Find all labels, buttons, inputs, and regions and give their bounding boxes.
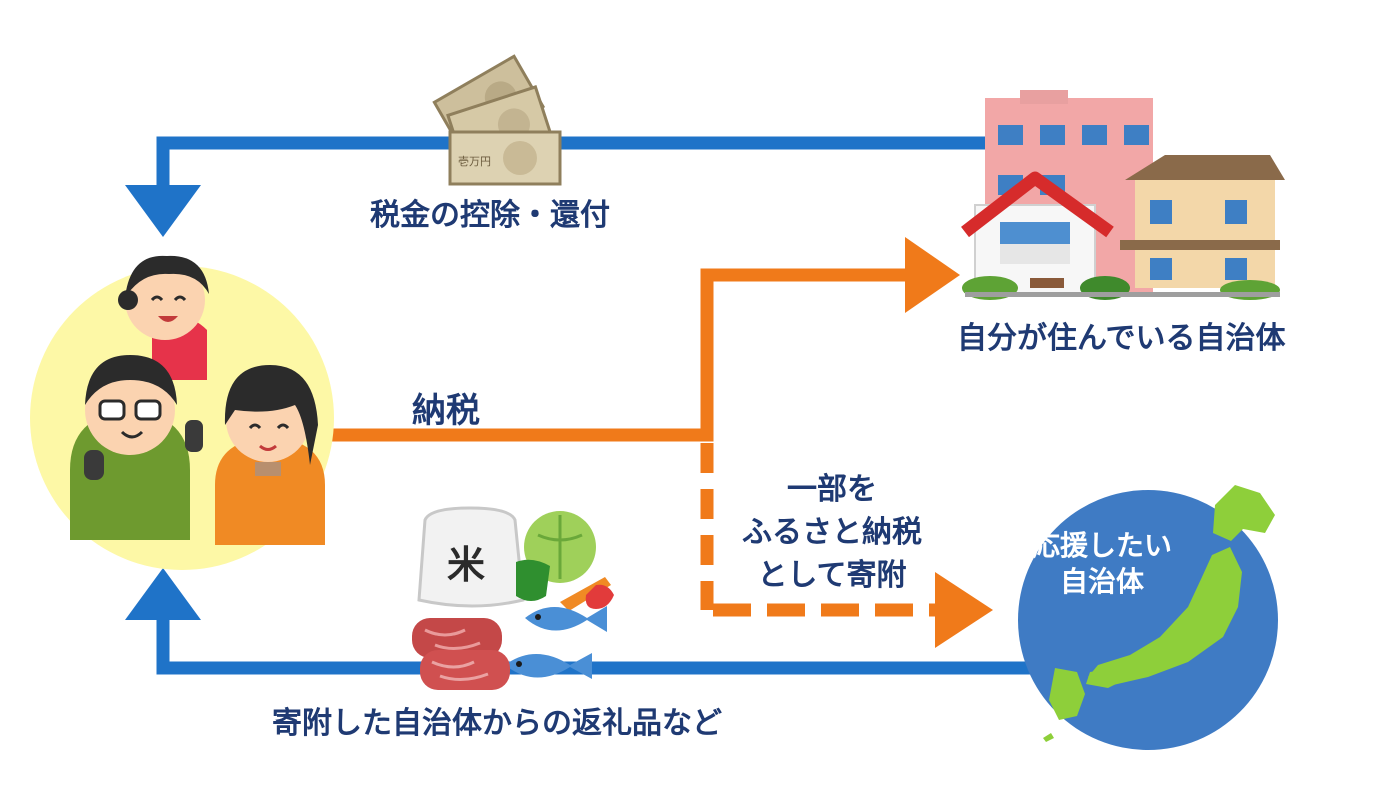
home-municipality-label: 自分が住んでいる自治体 xyxy=(957,321,1286,356)
fish-icon xyxy=(505,606,607,679)
return-gifts-arrow xyxy=(125,568,1030,675)
donation-dashed-arrow xyxy=(700,443,993,648)
meat-icon xyxy=(412,618,510,690)
family-icon xyxy=(30,255,334,570)
donation-label: 一部を ふるさと納税 として寄附 xyxy=(742,468,922,597)
donation-label-line2: ふるさと納税 xyxy=(742,515,922,550)
tax-refund-arrow xyxy=(125,136,985,237)
buildings-icon xyxy=(961,90,1285,300)
rice-bag-icon: 米 xyxy=(417,506,525,608)
support-municipality-label: 応援したい 自治体 xyxy=(1032,528,1172,600)
support-label-line2: 自治体 xyxy=(1060,565,1145,598)
tax-payment-arrow xyxy=(325,237,960,442)
banknote-text: 壱万円 xyxy=(458,154,491,168)
support-label-line1: 応援したい xyxy=(1032,529,1173,562)
banknotes-icon: 壱万円 xyxy=(432,54,562,186)
return-gifts-label: 寄附した自治体からの返礼品など xyxy=(272,706,722,741)
tax-payment-label: 納税 xyxy=(412,391,480,431)
rice-bag-mark: 米 xyxy=(447,543,485,587)
globe-japan-icon xyxy=(1018,485,1278,750)
donation-label-line3: として寄附 xyxy=(757,558,907,593)
return-gifts-group: 米 xyxy=(412,506,614,690)
vegetables-icon xyxy=(516,511,614,611)
donation-label-line1: 一部を xyxy=(787,472,877,507)
tax-deduction-label: 税金の控除・還付 xyxy=(370,198,610,233)
